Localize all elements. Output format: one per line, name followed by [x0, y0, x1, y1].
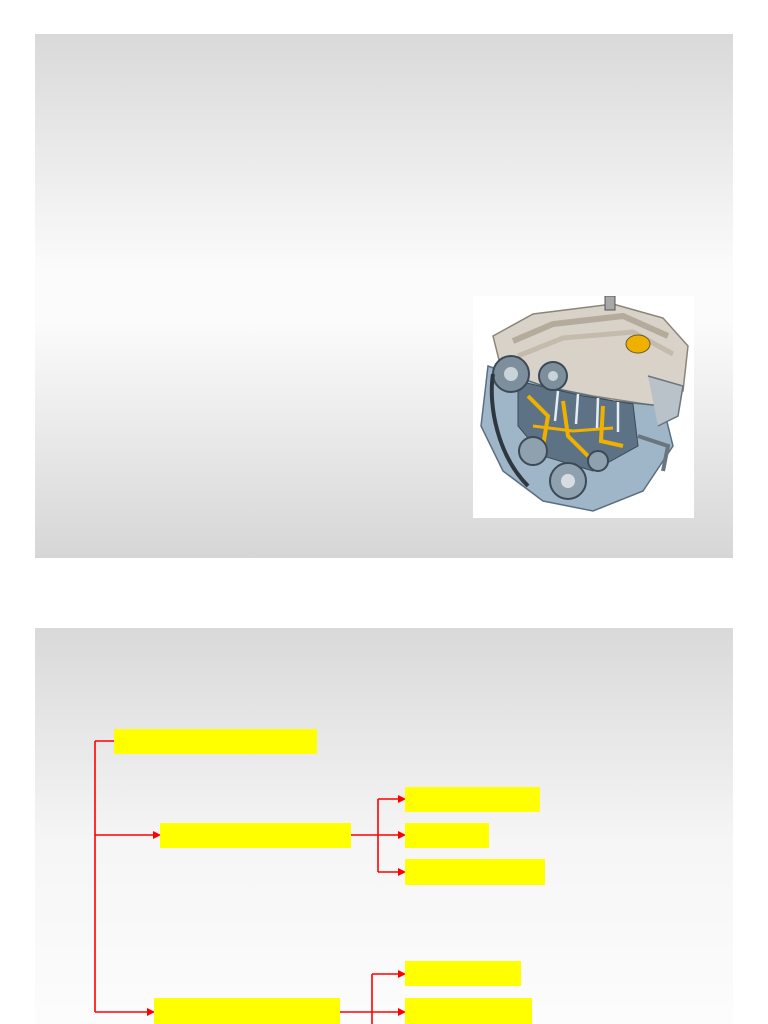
box-root	[114, 729, 317, 754]
arrowhead-child-1b	[398, 831, 406, 839]
box-child-1b	[405, 823, 489, 848]
arrowhead-mid-1	[153, 831, 161, 839]
box-mid-1	[160, 823, 351, 848]
arrowhead-child-2a	[398, 970, 406, 978]
box-child-2a	[405, 961, 521, 986]
box-child-1a	[405, 787, 540, 812]
box-child-1c	[405, 859, 545, 885]
box-child-2b	[405, 998, 532, 1024]
box-mid-2	[154, 998, 340, 1024]
engine-image	[473, 296, 694, 518]
arrowhead-mid-2	[147, 1008, 155, 1016]
arrowhead-child-2b	[398, 1008, 406, 1016]
arrowhead-child-1c	[398, 868, 406, 876]
slide-engine	[35, 34, 733, 558]
tree-diagram	[94, 729, 545, 1024]
slide-diagram	[35, 628, 733, 1024]
arrowhead-child-1a	[398, 795, 406, 803]
